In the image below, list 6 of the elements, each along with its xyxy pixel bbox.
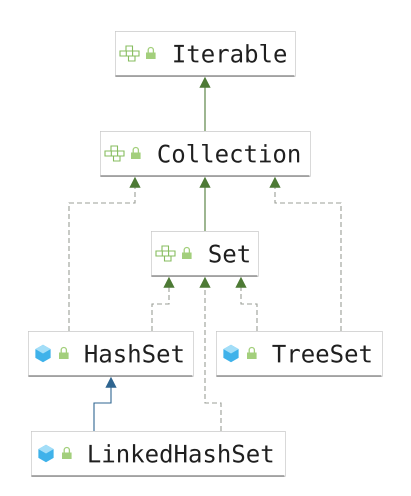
class-box: Set xyxy=(151,231,259,277)
class-box: LinkedHashSet xyxy=(31,431,286,477)
class-box: Collection xyxy=(100,131,311,177)
class-box: TreeSet xyxy=(216,331,383,377)
class-box: HashSet xyxy=(28,331,194,377)
class-box: Iterable xyxy=(115,31,296,77)
